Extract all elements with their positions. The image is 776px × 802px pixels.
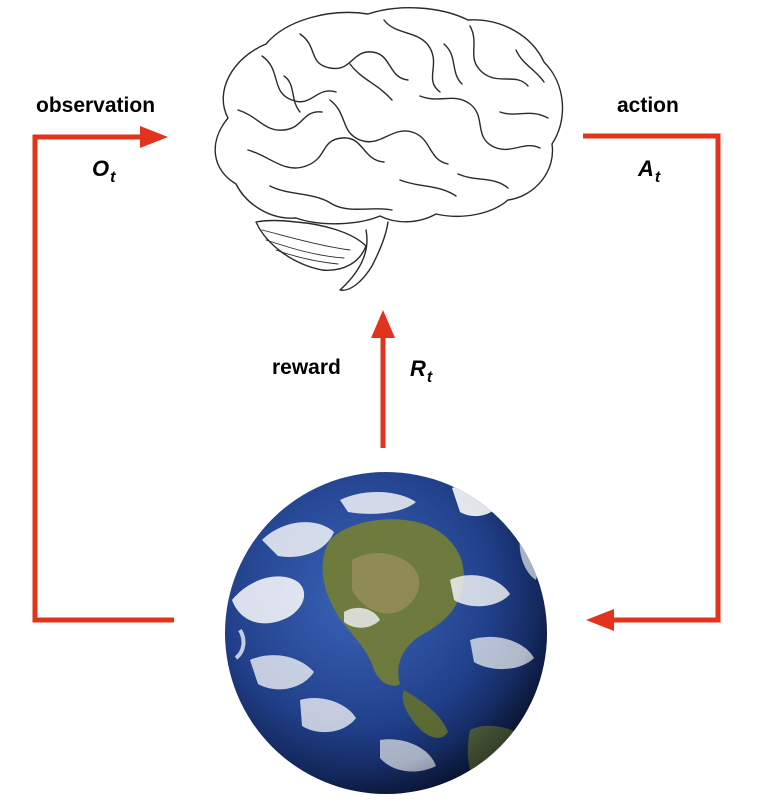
observation-symbol-letter: O	[92, 156, 110, 181]
observation-label: observation	[36, 94, 156, 117]
action-arrow	[583, 133, 721, 631]
brain-icon	[214, 7, 564, 291]
reward-symbol: Rt	[410, 356, 432, 387]
reward-symbol-letter: R	[410, 356, 426, 381]
observation-arrow	[32, 126, 174, 623]
observation-symbol: Ot	[92, 156, 115, 187]
reward-label: reward	[272, 356, 341, 379]
observation-symbol-subscript: t	[110, 169, 116, 186]
action-symbol-letter: A	[638, 156, 654, 181]
reward-symbol-subscript: t	[426, 369, 433, 386]
earth-icon	[225, 472, 547, 794]
reward-arrow	[371, 310, 395, 448]
action-label: action	[617, 94, 679, 117]
action-symbol-subscript: t	[654, 169, 661, 186]
action-symbol: At	[638, 156, 660, 187]
